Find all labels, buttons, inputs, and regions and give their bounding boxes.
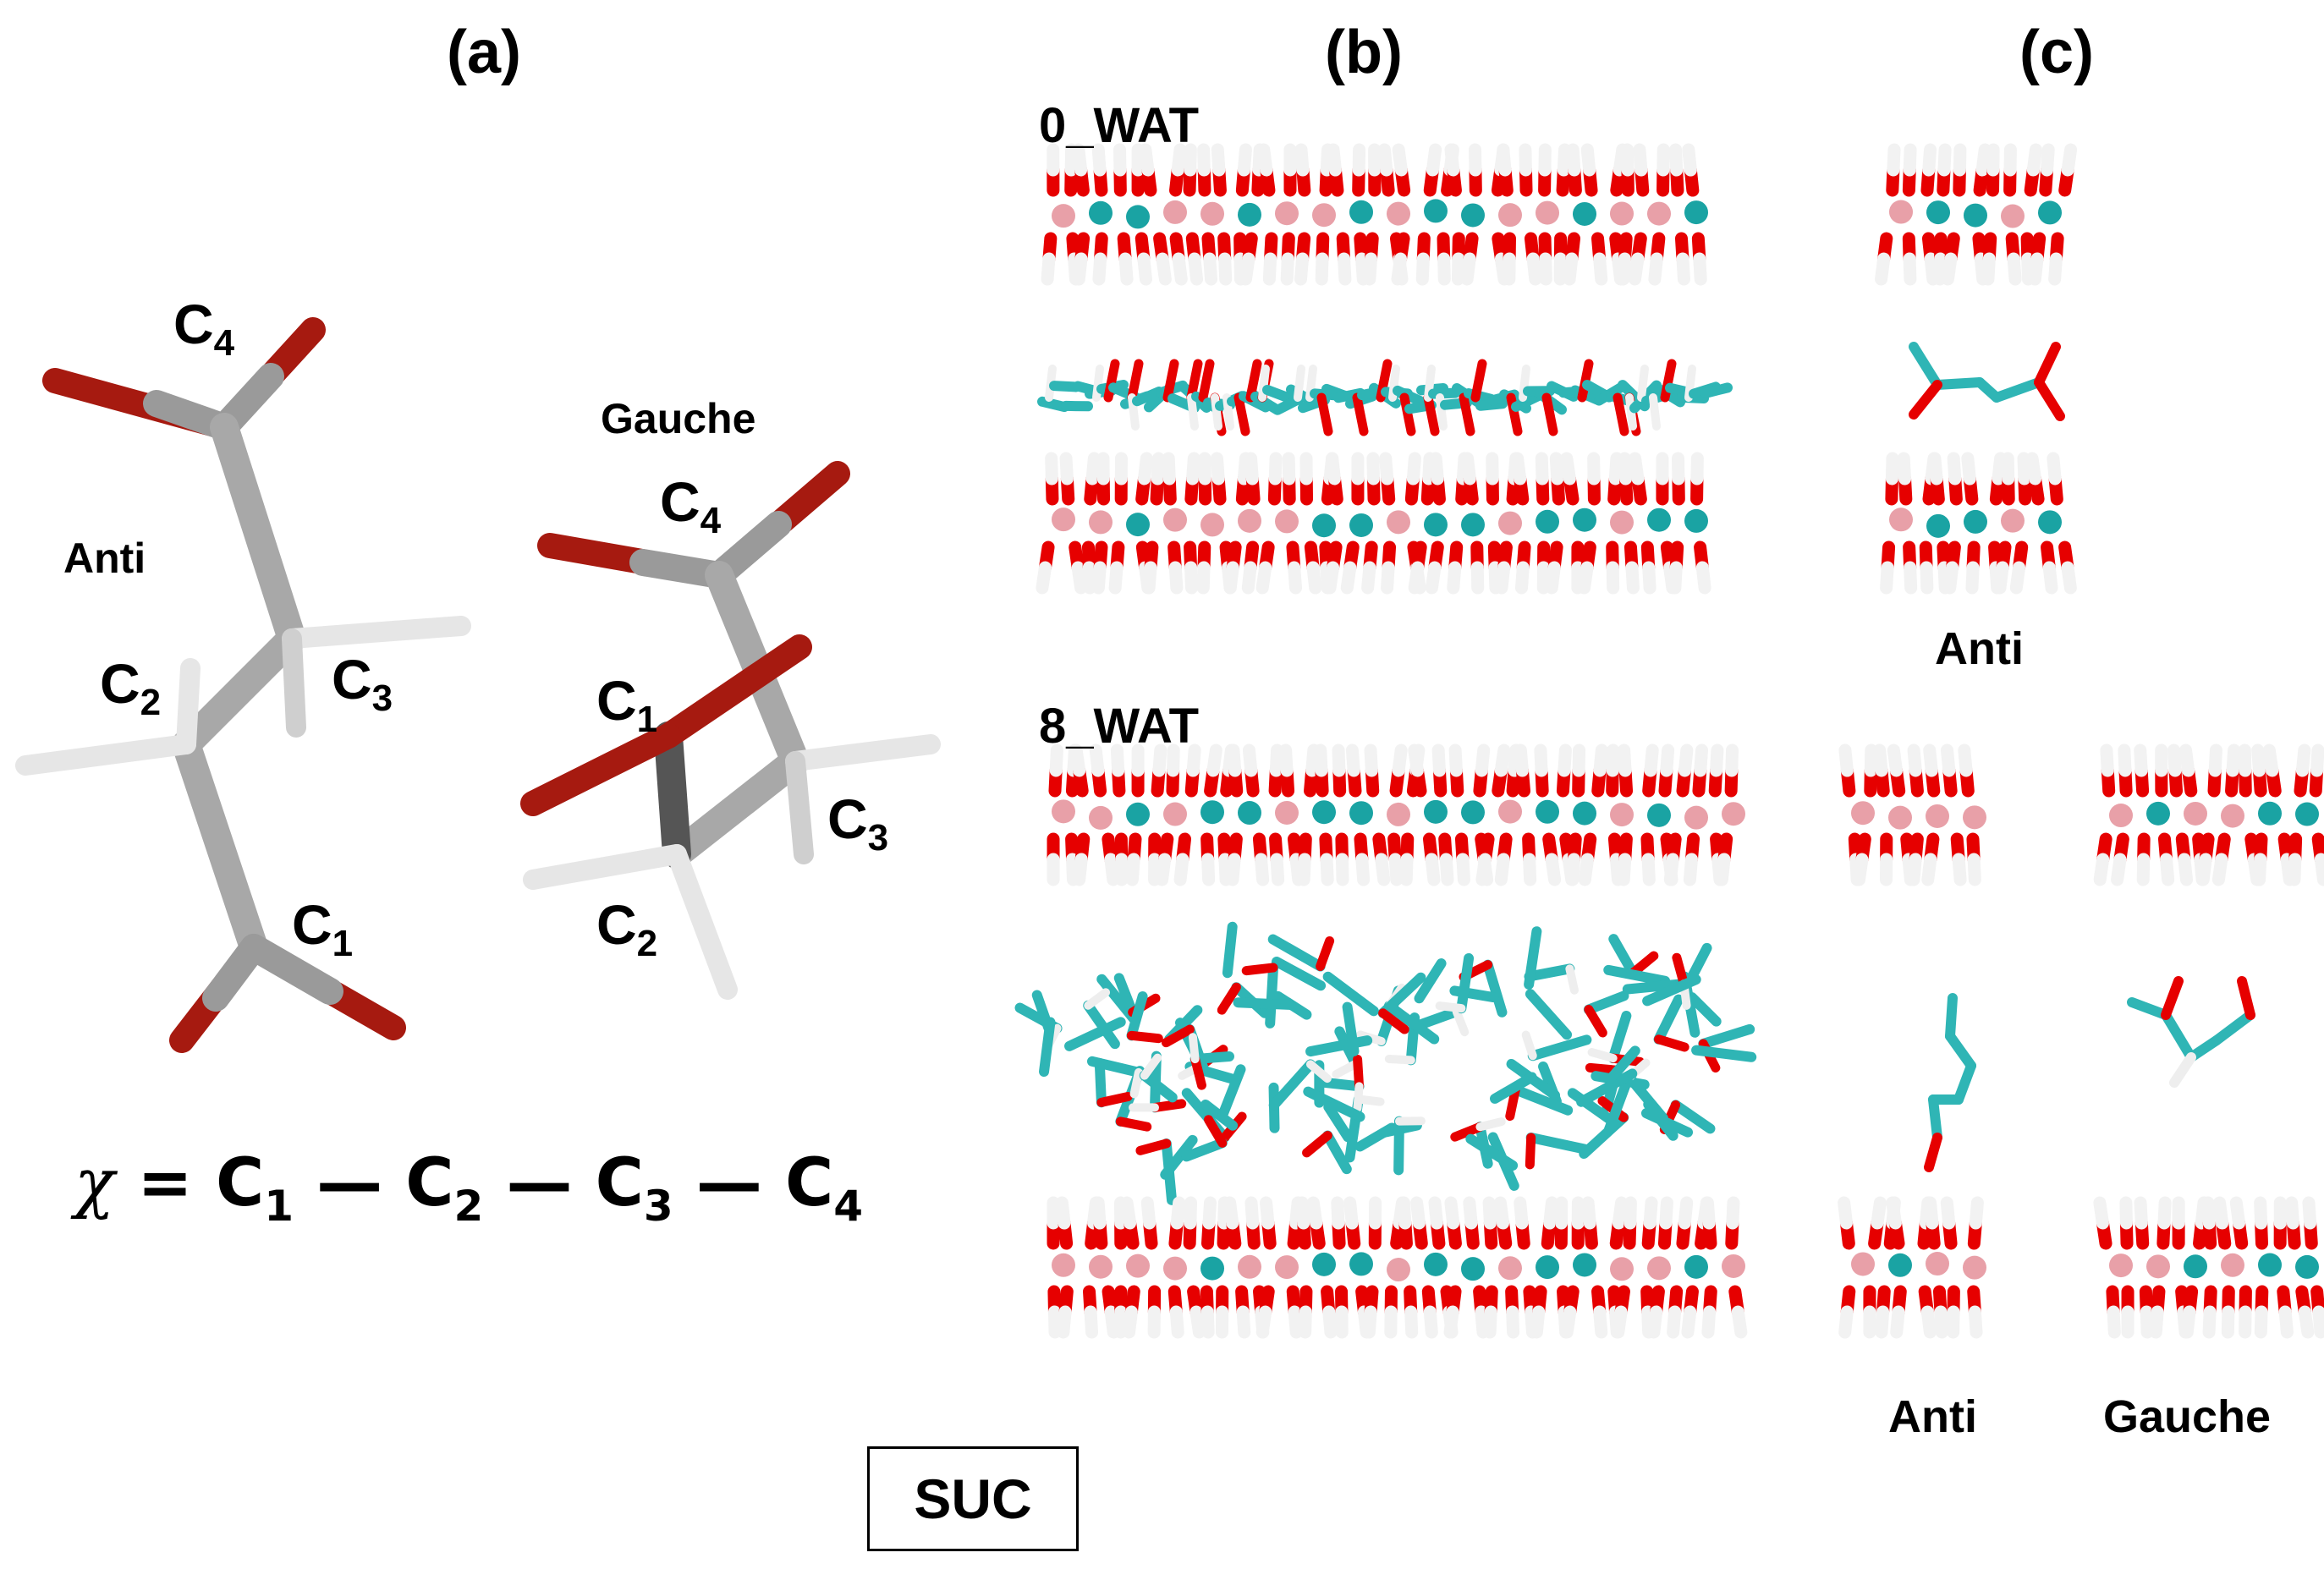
gauche-molecule [520,461,941,1000]
gauche-label-a: Gauche [601,395,756,442]
snapshot-0-wat [1036,143,1733,595]
dihedral-equation: χ = C1 — C2 — C3 — C4 [74,1145,864,1231]
snapshot-c-bottom-gauche [2093,743,2324,1339]
gauche-atom-c2: C2 [596,893,658,964]
snapshot-c-bottom-anti [1838,743,1986,1339]
chi-symbol: χ [74,1145,115,1221]
anti-label-c-top: Anti [1935,623,2024,674]
anti-atom-c4: C4 [173,293,235,364]
snapshot-8-wat [1014,743,1757,1339]
anti-label-c-bottom: Anti [1888,1391,1977,1442]
gauche-atom-c3: C3 [827,787,889,859]
gauche-atom-c1: C1 [596,669,658,740]
anti-label-a: Anti [63,535,146,582]
label-0-wat: 0_WAT [1039,98,1200,153]
gauche-atom-c4: C4 [660,470,722,541]
anti-atom-c2: C2 [100,652,162,723]
panel-b-letter: (b) [1325,19,1403,86]
snapshot-c-top-anti [1875,143,2078,595]
panel-a-letter: (a) [447,19,521,86]
compound-box: SUC [867,1446,1079,1551]
equals-sign: = [137,1145,193,1221]
anti-atom-c3: C3 [332,648,393,719]
panel-c-letter: (c) [2019,19,2094,86]
label-8-wat: 8_WAT [1039,699,1200,754]
gauche-label-c-bottom: Gauche [2103,1391,2272,1442]
anti-atom-c1: C1 [292,893,354,964]
anti-molecule [15,317,471,1053]
